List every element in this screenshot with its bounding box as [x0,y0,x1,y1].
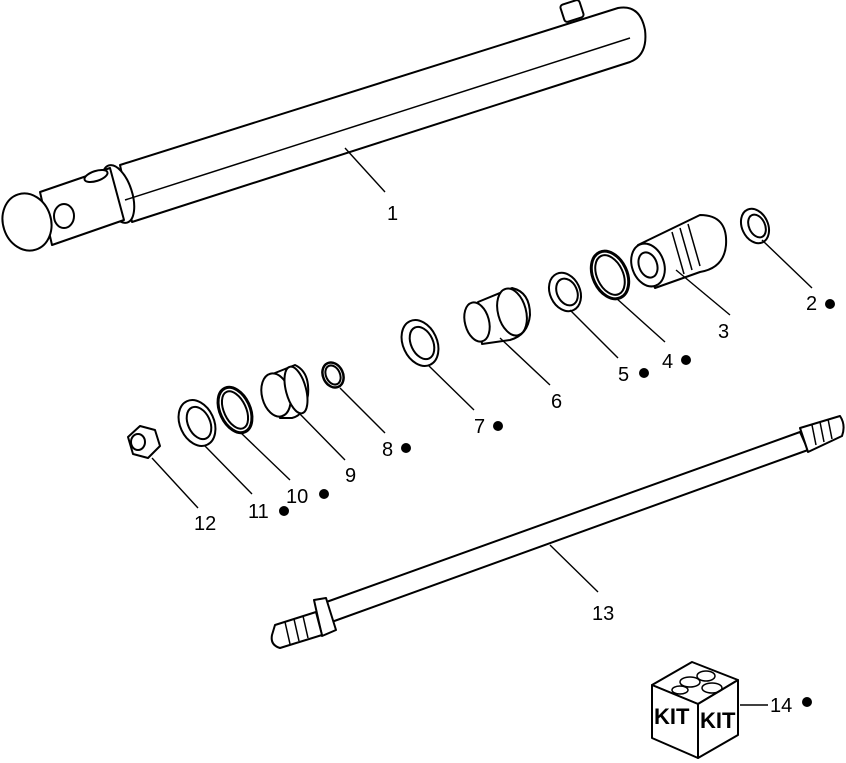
part-12-hex-nut [127,425,161,459]
part-13-piston-rod [270,415,845,649]
callout-12: 12 [194,513,216,535]
leader-2 [761,239,813,289]
part-9-bushing [260,364,310,419]
callout-14-bullet [802,697,812,707]
callout-13: 13 [592,603,614,625]
part-2-ring [739,207,771,245]
leader-13 [549,544,599,593]
callout-8: 8 [382,439,393,461]
callout-1: 1 [387,203,398,225]
callout-11-bullet [279,506,289,516]
callout-9: 9 [345,465,356,487]
part-5-ring [547,271,583,313]
part-1-cylinder-tube [1,0,647,252]
leader-8 [339,387,386,434]
leader-5 [569,309,619,359]
leader-9 [297,411,346,461]
kit-left-label: KIT [654,704,690,729]
leader-10 [239,431,291,481]
callout-5-bullet [639,368,649,378]
callout-5: 5 [618,364,629,386]
leader-lines [151,147,813,706]
leader-1 [344,147,386,193]
kit-right-label: KIT [700,708,736,733]
part-4-o-ring [589,249,631,301]
leader-4 [615,297,666,343]
callout-14: 14 [770,695,792,717]
callout-2-bullet [825,299,835,309]
callout-2: 2 [806,293,817,315]
leader-11 [204,445,253,495]
callout-11: 11 [248,501,269,523]
callout-6: 6 [551,391,562,413]
callout-10: 10 [286,486,308,508]
part-8-small-o-ring [321,361,345,389]
callout-10-bullet [319,489,329,499]
leader-6 [499,337,551,386]
leader-12 [151,457,199,509]
callout-4: 4 [662,351,673,373]
callout-labels: 1 2 3 4 5 6 7 8 9 10 11 12 13 14 [194,203,835,717]
part-3-piston [630,214,728,289]
leader-7 [427,364,475,411]
part-7-ring [400,319,440,367]
callout-4-bullet [681,355,691,365]
callout-7: 7 [474,416,485,438]
callout-7-bullet [493,421,503,431]
part-14-kit-box: KIT KIT [651,661,739,759]
part-11-ring [177,399,217,447]
part-6-gland [463,287,531,345]
callout-3: 3 [718,321,729,343]
part-10-o-ring [216,385,254,435]
callout-8-bullet [401,443,411,453]
leader-3 [675,269,731,316]
